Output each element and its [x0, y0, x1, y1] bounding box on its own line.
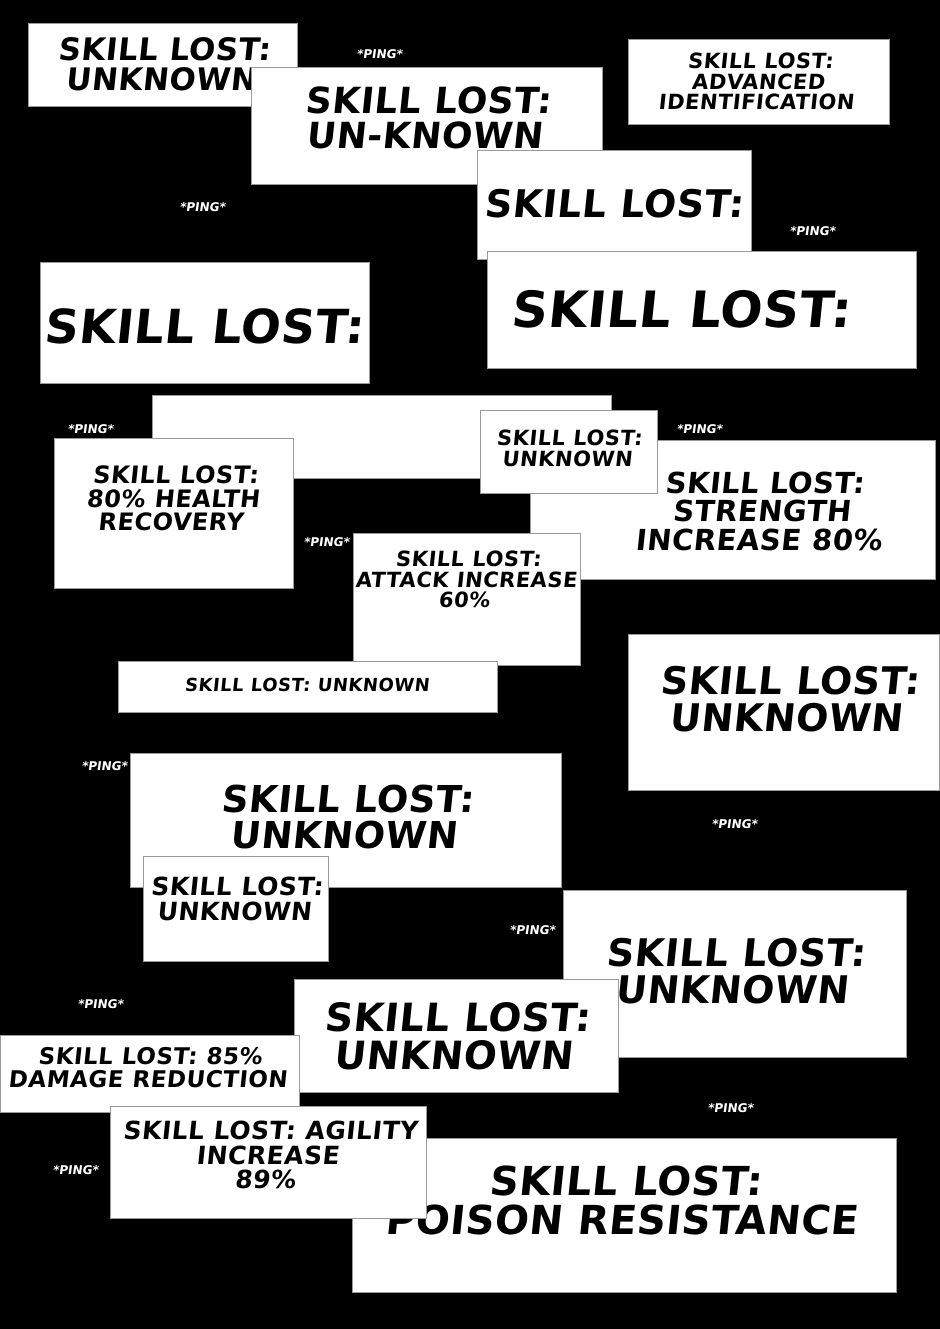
ping-sfx: *PING* — [179, 200, 227, 214]
skill-lost-box: SKILL LOST: 85% DAMAGE REDUCTION — [0, 1035, 300, 1113]
skill-lost-box: SKILL LOST: UNKNOWN — [143, 856, 329, 962]
skill-lost-box: SKILL LOST: ADVANCED IDENTIFICATION — [628, 39, 890, 125]
skill-lost-box: SKILL LOST: UNKNOWN — [294, 979, 619, 1093]
skill-lost-box: SKILL LOST: UNKNOWN — [118, 661, 498, 713]
skill-lost-box: SKILL LOST: 80% HEALTH RECOVERY — [54, 438, 294, 589]
ping-sfx: *PING* — [676, 422, 724, 436]
skill-lost-box: SKILL LOST: POISON RESISTANCE — [352, 1138, 897, 1293]
ping-sfx: *PING* — [77, 997, 125, 1011]
ping-sfx: *PING* — [81, 759, 129, 773]
skill-lost-box: SKILL LOST: ATTACK INCREASE 60% — [353, 533, 581, 666]
ping-sfx: *PING* — [789, 224, 837, 238]
skill-lost-box: SKILL LOST: UNKNOWN — [563, 890, 907, 1058]
ping-sfx: *PING* — [356, 47, 404, 61]
skill-lost-box: SKILL LOST: — [477, 150, 752, 260]
ping-sfx: *PING* — [707, 1101, 755, 1115]
ping-sfx: *PING* — [711, 817, 759, 831]
skill-lost-box: SKILL LOST: — [40, 262, 370, 384]
ping-sfx: *PING* — [303, 535, 351, 549]
skill-lost-box: SKILL LOST: UNKNOWN — [480, 410, 658, 494]
skill-lost-box: SKILL LOST: AGILITY INCREASE 89% — [110, 1106, 427, 1219]
skill-lost-box: SKILL LOST: — [487, 251, 917, 369]
ping-sfx: *PING* — [52, 1163, 100, 1177]
ping-sfx: *PING* — [509, 923, 557, 937]
skill-lost-box: SKILL LOST: UNKNOWN — [628, 634, 940, 791]
ping-sfx: *PING* — [67, 422, 115, 436]
